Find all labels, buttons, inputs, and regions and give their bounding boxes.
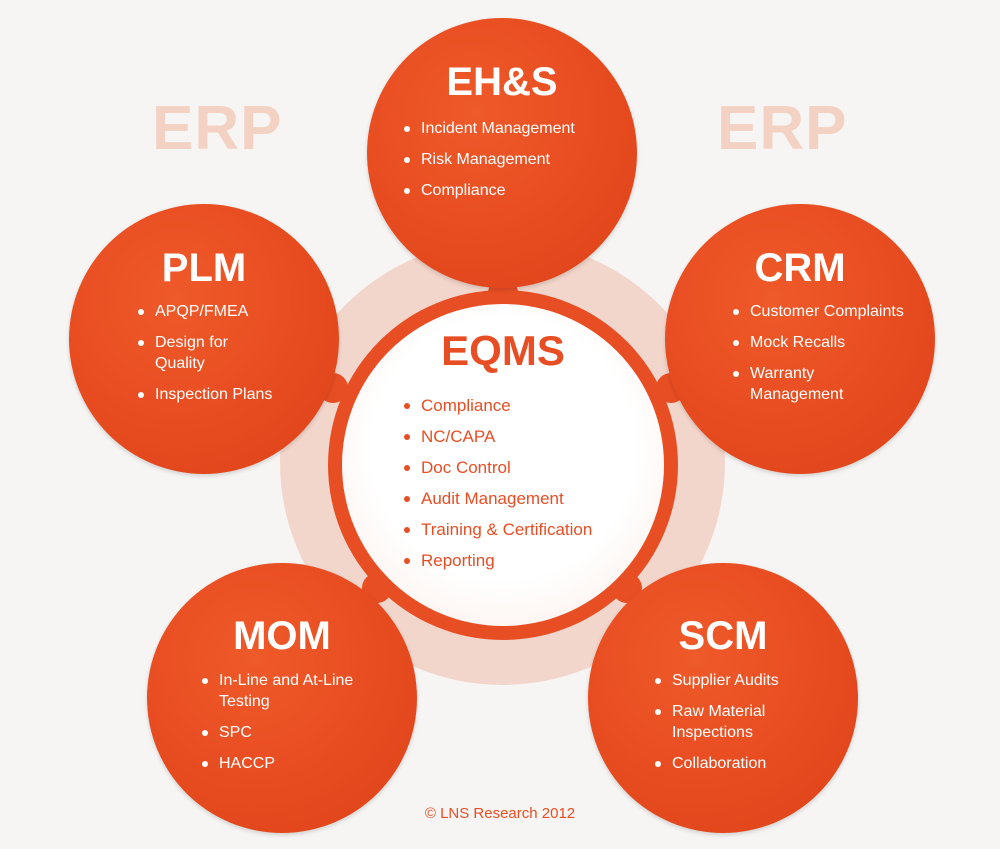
eqms-title: EQMS <box>441 327 565 374</box>
list-item: SPC <box>201 722 371 743</box>
list-item: Mock Recalls <box>732 332 932 353</box>
ehs-list: Incident Management Risk Management Comp… <box>403 118 575 211</box>
erp-label-right: ERP <box>717 94 848 163</box>
plm-node: PLM APQP/FMEA Design for Quality Inspect… <box>69 204 339 474</box>
mom-node: MOM In-Line and At-Line Testing SPC HACC… <box>147 563 417 833</box>
ehs-node: EH&S Incident Management Risk Management… <box>367 18 637 288</box>
list-item: APQP/FMEA <box>137 301 277 322</box>
eqms-list: Compliance NC/CAPA Doc Control Audit Man… <box>402 396 592 582</box>
scm-title: SCM <box>678 614 768 658</box>
list-item: Reporting <box>402 551 592 582</box>
ehs-title: EH&S <box>446 60 558 104</box>
list-item: Training & Certification <box>402 520 592 551</box>
mom-title: MOM <box>233 614 331 658</box>
plm-list: APQP/FMEA Design for Quality Inspection … <box>137 301 277 415</box>
list-item: HACCP <box>201 753 371 774</box>
crm-list: Customer Complaints Mock Recalls Warrant… <box>732 301 932 415</box>
list-item: Collaboration <box>654 753 794 774</box>
crm-title: CRM <box>754 246 846 290</box>
copyright-text: © LNS Research 2012 <box>424 805 576 822</box>
scm-list: Supplier Audits Raw Material Inspections… <box>654 670 794 784</box>
list-item: Compliance <box>402 396 592 427</box>
list-item: Doc Control <box>402 458 592 489</box>
list-item: NC/CAPA <box>402 427 592 458</box>
eqms-core: EQMS Compliance NC/CAPA Doc Control Audi… <box>342 304 664 626</box>
erp-label-left: ERP <box>152 94 283 163</box>
list-item: Customer Complaints <box>732 301 932 322</box>
list-item: Risk Management <box>403 149 575 170</box>
list-item: Compliance <box>403 180 575 201</box>
crm-node: CRM Customer Complaints Mock Recalls War… <box>665 204 935 474</box>
plm-title: PLM <box>161 246 247 290</box>
list-item: Audit Management <box>402 489 592 520</box>
list-item: Design for Quality <box>137 332 277 374</box>
list-item: Warranty Management <box>732 363 865 405</box>
list-item: Raw Material Inspections <box>654 701 794 743</box>
list-item: Inspection Plans <box>137 384 277 405</box>
list-item: In-Line and At-Line Testing <box>201 670 371 712</box>
list-item: Incident Management <box>403 118 575 139</box>
list-item: Supplier Audits <box>654 670 794 691</box>
mom-list: In-Line and At-Line Testing SPC HACCP <box>201 670 371 784</box>
scm-node: SCM Supplier Audits Raw Material Inspect… <box>588 563 858 833</box>
